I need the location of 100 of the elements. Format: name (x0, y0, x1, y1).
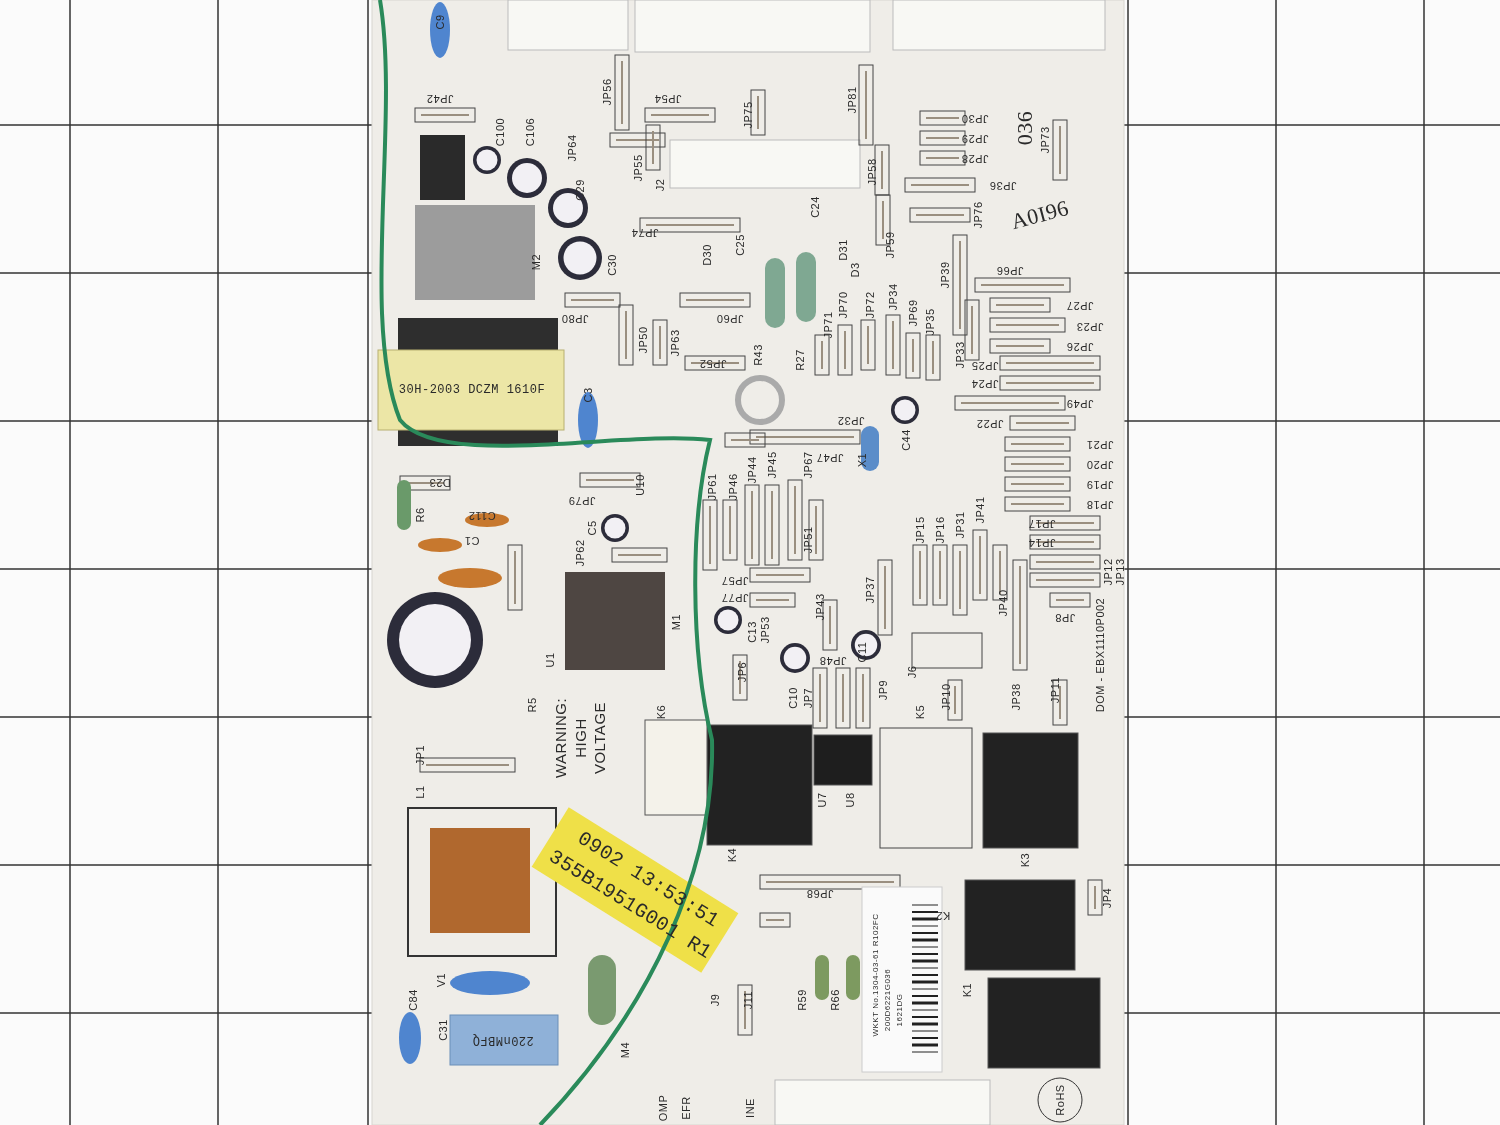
silkscreen-label: J6 (906, 665, 918, 679)
silkscreen-label: JP69 (907, 299, 919, 327)
silkscreen-label: C3 (582, 387, 594, 403)
silkscreen-label: JP20 (1086, 458, 1114, 470)
silkscreen-label: JP12 (1102, 558, 1114, 586)
silkscreen-label: JP30 (961, 112, 989, 124)
silkscreen-label: U10 (634, 474, 646, 496)
silkscreen-label: JP38 (1010, 683, 1022, 711)
silkscreen-label: JP71 (822, 311, 834, 339)
silkscreen-label: JP59 (884, 231, 896, 259)
silkscreen-label: C1 (464, 534, 480, 546)
silkscreen-label: JP32 (837, 414, 865, 426)
silkscreen-label: INE (744, 1098, 756, 1118)
silkscreen-label: C31 (437, 1019, 449, 1041)
silkscreen-label: R6 (414, 507, 426, 523)
silkscreen-label: JP52 (699, 357, 727, 369)
silkscreen-label: JP23 (1076, 320, 1104, 332)
silkscreen-label: JP39 (939, 261, 951, 289)
silkscreen-label: JP25 (971, 359, 999, 371)
silkscreen-label: JP35 (924, 308, 936, 336)
silkscreen-label: JP53 (759, 616, 771, 644)
silkscreen-label: JP21 (1086, 438, 1114, 450)
silkscreen-label: R59 (796, 989, 808, 1011)
silkscreen-label: JP77 (721, 591, 749, 603)
silkscreen-label: JP72 (864, 291, 876, 319)
silkscreen-label: JP66 (996, 264, 1024, 276)
silkscreen-label: J11 (742, 990, 754, 1010)
silkscreen-label: JP10 (940, 683, 952, 711)
silkscreen-label: JP43 (814, 593, 826, 621)
silkscreen-label: JP47 (816, 451, 844, 463)
silkscreen-label: C30 (606, 254, 618, 276)
handwritten-mark: A0I96 (1008, 196, 1072, 234)
silkscreen-label: JP4 (1101, 887, 1113, 909)
silkscreen-label: C100 (494, 117, 506, 147)
silkscreen-label: JP57 (721, 574, 749, 586)
silkscreen-label: D30 (701, 244, 713, 266)
silkscreen-label: D23 (429, 476, 451, 488)
silkscreen-label: JP64 (566, 134, 578, 162)
silkscreen-label: C112 (468, 509, 496, 521)
silkscreen-label: K6 (655, 704, 667, 720)
silkscreen-label: JP37 (864, 576, 876, 604)
silkscreen-label: R5 (526, 697, 538, 713)
silkscreen-label: EFR (680, 1096, 692, 1120)
silkscreen-label: JP55 (632, 154, 644, 182)
warning-text: WARNING: HIGH VOLTAGE (550, 696, 609, 781)
silkscreen-label: C25 (734, 234, 746, 256)
sticker-text: 1621DG (896, 993, 904, 1027)
silkscreen-label: C24 (809, 196, 821, 218)
silkscreen-label: JP81 (846, 86, 858, 114)
silkscreen-label: JP15 (914, 516, 926, 544)
silkscreen-label: U7 (816, 792, 828, 808)
silkscreen-label: JP49 (1066, 397, 1094, 409)
silkscreen-label: JP33 (954, 341, 966, 369)
silkscreen-label: M2 (530, 253, 542, 271)
silkscreen-label: JP29 (961, 132, 989, 144)
silkscreen-label: JP40 (997, 589, 1009, 617)
silkscreen-label: K1 (961, 982, 973, 998)
silkscreen-label: JP8 (1054, 611, 1076, 623)
silkscreen-label: JP60 (716, 312, 744, 324)
silkscreen-label: JP28 (961, 152, 989, 164)
silkscreen-label: JP18 (1086, 498, 1114, 510)
silkscreen-label: JP14 (1028, 536, 1056, 548)
silkscreen-label: K2 (935, 909, 951, 921)
silkscreen-label: JP45 (766, 451, 778, 479)
silkscreen-label: JP76 (972, 201, 984, 229)
silkscreen-label: R27 (794, 349, 806, 371)
silkscreen-label: JP17 (1028, 517, 1056, 529)
silkscreen-label: JP34 (887, 283, 899, 311)
silkscreen-label: C44 (900, 429, 912, 451)
silkscreen-label: JP75 (742, 101, 754, 129)
silkscreen-label: JP51 (802, 526, 814, 554)
silkscreen-label: JP22 (976, 417, 1004, 429)
silkscreen-label: C84 (407, 989, 419, 1011)
silkscreen-label: JP54 (654, 92, 682, 104)
silkscreen-label: K4 (726, 847, 738, 863)
silkscreen-label: JP73 (1039, 126, 1051, 154)
silkscreen-label: C13 (746, 621, 758, 643)
silkscreen-label: JP44 (746, 456, 758, 484)
component-marking: 220nMBFQ (472, 1034, 534, 1046)
silkscreen-label: K5 (914, 704, 926, 720)
silkscreen-label: JP27 (1066, 299, 1094, 311)
silkscreen-label: JP48 (819, 654, 847, 666)
silkscreen-label: K3 (1019, 852, 1031, 868)
silkscreen-label: R66 (829, 989, 841, 1011)
silkscreen-label: C5 (586, 520, 598, 536)
silkscreen-label: DOM - EBX1110P002 (1094, 597, 1106, 713)
silkscreen-label: JP50 (637, 326, 649, 354)
silkscreen-label: JP70 (837, 291, 849, 319)
silkscreen-label: J2 (654, 178, 666, 192)
silkscreen-label: JP79 (568, 494, 596, 506)
silkscreen-label: JP26 (1066, 340, 1094, 352)
silkscreen-label: JP68 (806, 887, 834, 899)
silkscreen-label: JP61 (706, 473, 718, 501)
sticker-text: WKKT No.1304-03-61 R102FC (872, 913, 880, 1037)
silkscreen-label: JP67 (802, 451, 814, 479)
silkscreen-label: U1 (544, 652, 556, 668)
silkscreen-label: JP6 (736, 661, 748, 683)
silkscreen-label: JP7 (802, 687, 814, 709)
silkscreen-label: X1 (856, 452, 868, 468)
silkscreen-label: JP56 (601, 78, 613, 106)
